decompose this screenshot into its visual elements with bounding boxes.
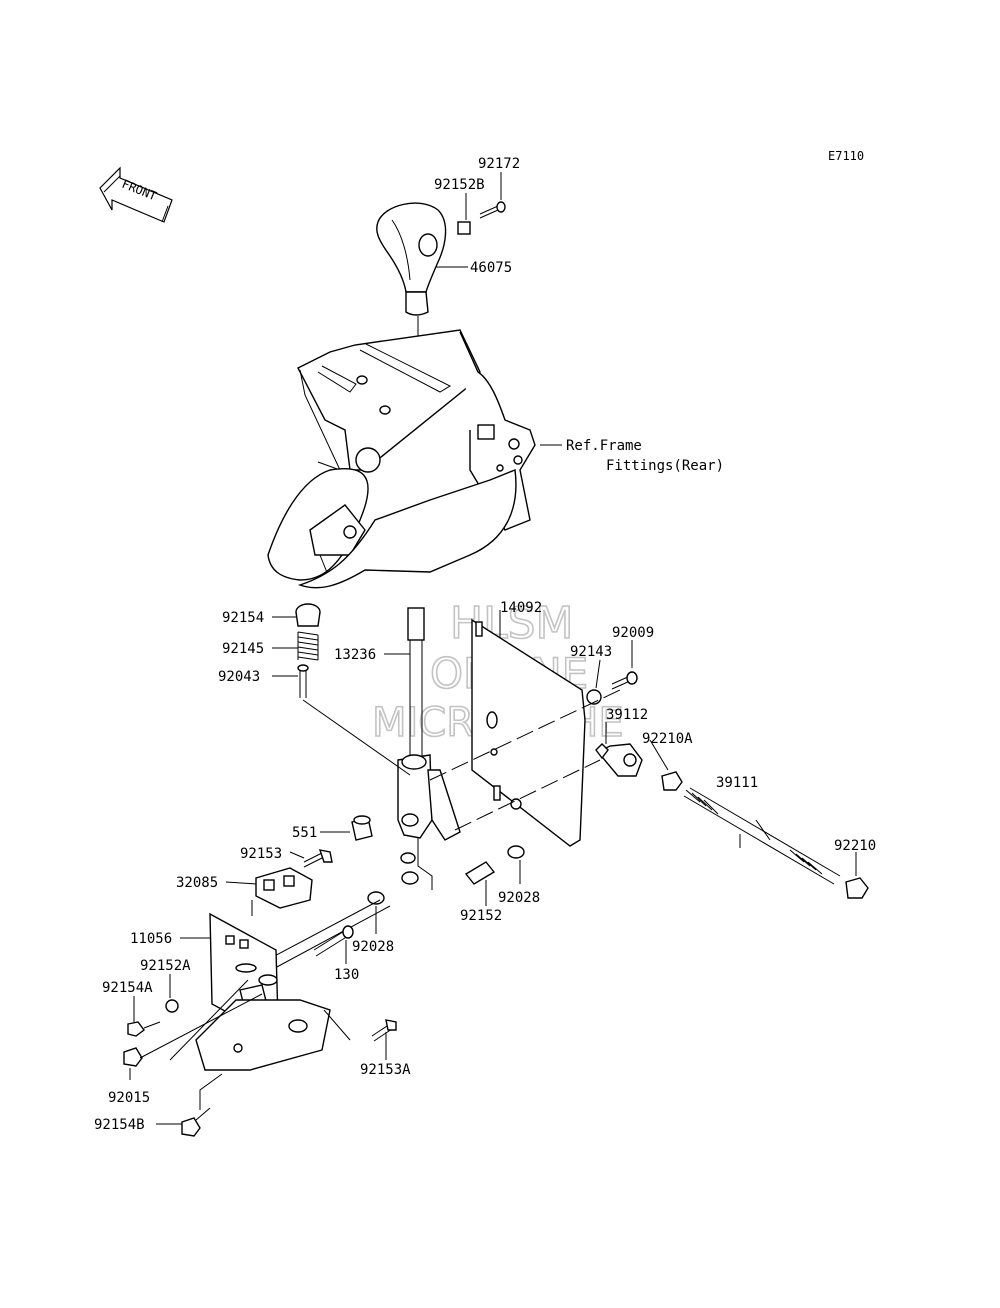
label-92009: 92009 — [612, 625, 654, 641]
label-92145: 92145 — [222, 641, 264, 657]
bolt-92154A — [127, 1021, 161, 1037]
label-92153A: 92153A — [360, 1062, 411, 1078]
label-39112: 39112 — [606, 707, 648, 723]
cap-92154 — [295, 603, 321, 627]
label-92154B: 92154B — [94, 1117, 145, 1133]
label-11056: 11056 — [130, 931, 172, 947]
pin-92043 — [297, 664, 411, 776]
collar-92152B — [457, 221, 471, 235]
label-92154A: 92154A — [102, 980, 153, 996]
screw-92172 — [479, 201, 506, 219]
label-92154: 92154 — [222, 610, 264, 626]
rod-39111 — [683, 787, 841, 885]
alignment-line-lower — [454, 759, 601, 831]
bolt-92154B — [181, 1107, 211, 1137]
label-92015: 92015 — [108, 1090, 150, 1106]
label-92210A: 92210A — [642, 731, 693, 747]
cap-551 — [351, 815, 373, 841]
label-92210: 92210 — [834, 838, 876, 854]
label-92143: 92143 — [570, 644, 612, 660]
nut-92210A — [661, 771, 683, 791]
label-92172: 92172 — [478, 156, 520, 172]
label-92152: 92152 — [460, 908, 502, 924]
leader-lines — [129, 172, 857, 1125]
ball-joint-39112 — [595, 743, 643, 777]
part-labels: 92172 92152B 46075 92154 92145 92043 132… — [94, 156, 876, 1133]
label-39111: 39111 — [716, 775, 758, 791]
front-arrow-icon: FRONT — [99, 166, 173, 223]
label-92043: 92043 — [218, 669, 260, 685]
label-13236: 13236 — [334, 647, 376, 663]
label-92152A: 92152A — [140, 958, 191, 974]
diagram-code: E7110 — [828, 149, 864, 163]
label-551: 551 — [292, 825, 317, 841]
shift-lever — [397, 607, 461, 890]
label-92153: 92153 — [240, 846, 282, 862]
label-46075: 46075 — [470, 260, 512, 276]
watermark-line-1: HLSM — [450, 598, 574, 649]
bolt-130 — [313, 925, 354, 957]
label-92028-right: 92028 — [498, 890, 540, 906]
nut-92210 — [845, 877, 869, 899]
ref-frame-label-1: Ref.Frame — [566, 438, 642, 454]
label-14092: 14092 — [500, 600, 542, 616]
label-130: 130 — [334, 967, 359, 983]
nut-92015 — [123, 1047, 143, 1067]
label-32085: 32085 — [176, 875, 218, 891]
label-92028-left: 92028 — [352, 939, 394, 955]
block-32085 — [255, 867, 313, 909]
bolt-92153 — [303, 849, 333, 868]
ref-frame-label-2: Fittings(Rear) — [606, 458, 724, 474]
washer-92152A — [165, 999, 179, 1013]
spring-92145 — [297, 631, 319, 661]
label-92152B: 92152B — [434, 177, 485, 193]
frame-fittings-rear: Ref.Frame Fittings(Rear) — [267, 329, 724, 589]
screw-92009 — [611, 671, 638, 690]
bolt-92153A — [371, 1019, 397, 1042]
pivot-bushings — [251, 845, 525, 976]
alignment-line-upper — [429, 689, 621, 781]
